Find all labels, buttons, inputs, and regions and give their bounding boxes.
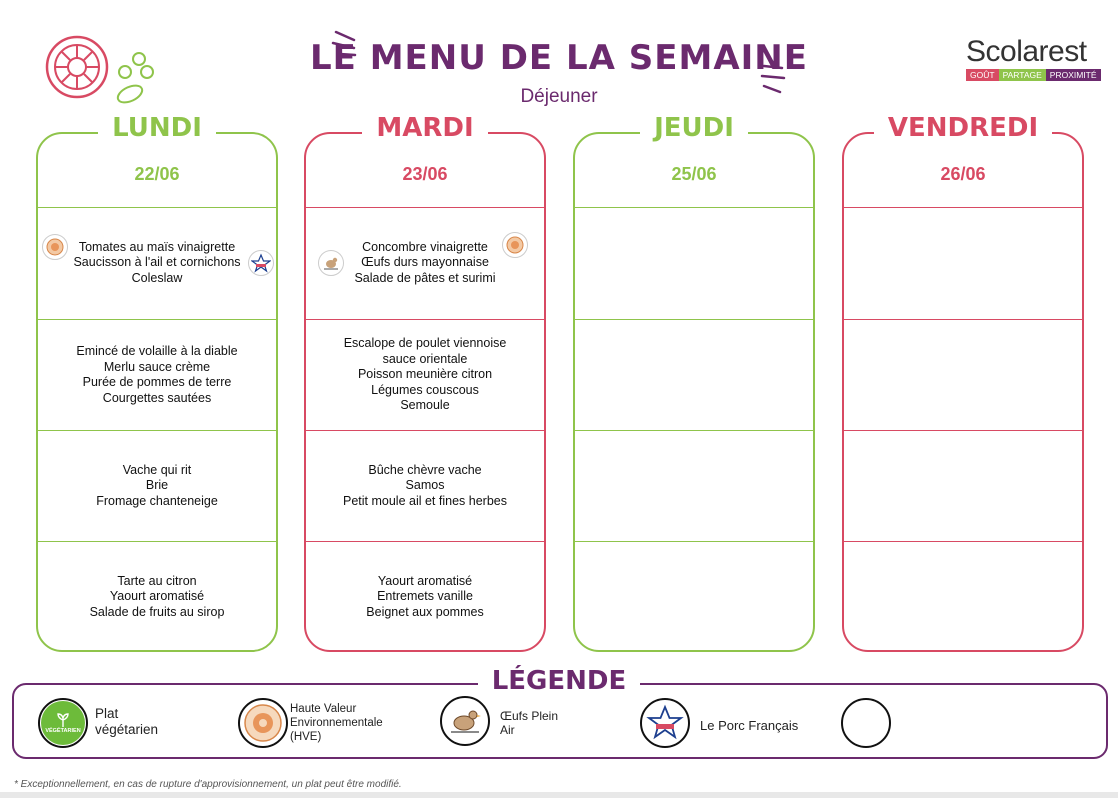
day-column-jeudi: 25/06 <box>573 132 815 652</box>
day-header-vendredi: VENDREDI <box>842 113 1084 143</box>
dish: Yaourt aromatisé <box>377 573 473 588</box>
day-column-vendredi: 26/06 <box>842 132 1084 652</box>
row-divider <box>306 319 544 320</box>
row-divider <box>306 541 544 542</box>
title-accent-right-icon <box>760 64 786 94</box>
hve-icon <box>238 698 288 748</box>
day-date: 25/06 <box>671 164 717 184</box>
dish: Entremets vanille <box>377 589 473 604</box>
row-divider <box>38 541 276 542</box>
day-header-lundi: LUNDI <box>36 113 278 143</box>
dish: Merlu sauce crème <box>103 359 211 374</box>
dish: Courgettes sautées <box>102 390 212 405</box>
row-divider <box>38 207 276 208</box>
cheese-cell: Vache qui rit Brie Fromage chanteneige <box>38 431 276 541</box>
day-header-mardi: MARDI <box>304 113 546 143</box>
row-divider <box>306 430 544 431</box>
day-date: 23/06 <box>402 164 448 184</box>
dish: Semoule <box>400 398 450 413</box>
porc-francais-icon <box>640 698 690 748</box>
legend-title-text: LÉGENDE <box>477 666 641 696</box>
dish: Beignet aux pommes <box>366 604 484 619</box>
bottom-bar <box>0 792 1118 798</box>
vegetarian-badge-text: VÉGÉTARIEN <box>45 728 81 734</box>
dish: Escalope de poulet viennoise sauce orien… <box>343 336 507 366</box>
day-name: VENDREDI <box>873 113 1053 143</box>
legend-label-oeufs: Œufs Plein Air <box>500 709 559 737</box>
dish: Bûche chèvre vache <box>368 462 482 477</box>
starter-cell: Concombre vinaigrette Œufs durs mayonnai… <box>306 208 544 318</box>
page-title: LE MENU DE LA SEMAINE <box>310 38 808 78</box>
day-date: 26/06 <box>940 164 986 184</box>
day-name: MARDI <box>362 113 488 143</box>
dish: Tarte au citron <box>117 573 197 588</box>
page-subtitle: Déjeuner <box>520 86 598 107</box>
row-divider <box>844 207 1082 208</box>
peas-doodle-icon <box>116 52 154 104</box>
scolarest-logo: Scolarest GOÛT PARTAGE PROXIMITÉ <box>966 36 1102 88</box>
day-date: 22/06 <box>134 164 180 184</box>
dish: Concombre vinaigrette <box>362 239 488 254</box>
row-divider <box>38 319 276 320</box>
row-divider <box>844 319 1082 320</box>
empty-icon <box>841 698 891 748</box>
dish: Petit moule ail et fines herbes <box>343 493 507 508</box>
legend-label-vegetarien: Plat végétarien <box>95 706 159 737</box>
dish: Emincé de volaille à la diable <box>76 344 238 358</box>
day-name: LUNDI <box>98 113 216 143</box>
dessert-cell: Tarte au citron Yaourt aromatisé Salade … <box>38 542 276 652</box>
dish: Saucisson à l'ail et cornichons <box>73 255 241 270</box>
day-column-mardi: 23/06 Concombre vinaigrette Œufs durs ma… <box>304 132 546 652</box>
day-column-lundi: 22/06 Tomates au maïs vinaigrette Saucis… <box>36 132 278 652</box>
dish: Vache qui rit <box>122 462 192 477</box>
row-divider <box>575 319 813 320</box>
hve-icon <box>42 234 68 260</box>
tomato-doodle-icon <box>45 35 109 99</box>
row-divider <box>844 430 1082 431</box>
dish: Yaourt aromatisé <box>109 589 205 604</box>
dish: Brie <box>145 478 169 493</box>
dish: Salade de pâtes et surimi <box>354 270 496 285</box>
title-accent-left-icon <box>331 30 357 57</box>
main-course-cell: Emincé de volaille à la diable Merlu sau… <box>38 320 276 430</box>
dish: Samos <box>405 478 445 493</box>
legend-title: LÉGENDE <box>0 666 1118 696</box>
starter-cell: Tomates au maïs vinaigrette Saucisson à … <box>38 208 276 318</box>
day-name: JEUDI <box>640 113 748 143</box>
brand-tag-gout: GOÛT <box>966 69 999 81</box>
brand-tag-partage: PARTAGE <box>998 69 1046 81</box>
free-range-egg-icon <box>318 250 344 276</box>
legend-label-porc: Le Porc Français <box>700 718 799 733</box>
porc-francais-icon <box>248 250 274 276</box>
brand-name: Scolarest <box>966 35 1087 68</box>
dish: Salade de fruits au sirop <box>89 604 225 619</box>
row-divider <box>844 541 1082 542</box>
row-divider <box>575 541 813 542</box>
row-divider <box>575 207 813 208</box>
dish: Tomates au maïs vinaigrette <box>78 239 236 254</box>
vegetarian-icon: VÉGÉTARIEN <box>38 698 88 748</box>
dish: Œufs durs mayonnaise <box>361 255 489 270</box>
day-header-jeudi: JEUDI <box>573 113 815 143</box>
free-range-egg-icon <box>440 696 490 746</box>
dish: Coleslaw <box>131 270 183 285</box>
cheese-cell: Bûche chèvre vache Samos Petit moule ail… <box>306 431 544 541</box>
brand-tag-proximite: PROXIMITÉ <box>1045 69 1101 81</box>
row-divider <box>38 430 276 431</box>
row-divider <box>306 207 544 208</box>
dish: Fromage chanteneige <box>96 493 218 508</box>
dish: Légumes couscous <box>371 382 479 397</box>
dish: Purée de pommes de terre <box>82 375 232 389</box>
dessert-cell: Yaourt aromatisé Entremets vanille Beign… <box>306 542 544 652</box>
leaf-icon <box>57 713 69 727</box>
main-course-cell: Escalope de poulet viennoise sauce orien… <box>306 320 544 430</box>
footnote: * Exceptionnellement, en cas de rupture … <box>14 779 402 790</box>
brand-tagline: GOÛT PARTAGE PROXIMITÉ <box>966 69 1102 81</box>
hve-icon <box>502 232 528 258</box>
dish: Poisson meunière citron <box>357 367 493 382</box>
row-divider <box>575 430 813 431</box>
legend-label-hve: Haute Valeur Environnementale (HVE) <box>290 703 383 743</box>
